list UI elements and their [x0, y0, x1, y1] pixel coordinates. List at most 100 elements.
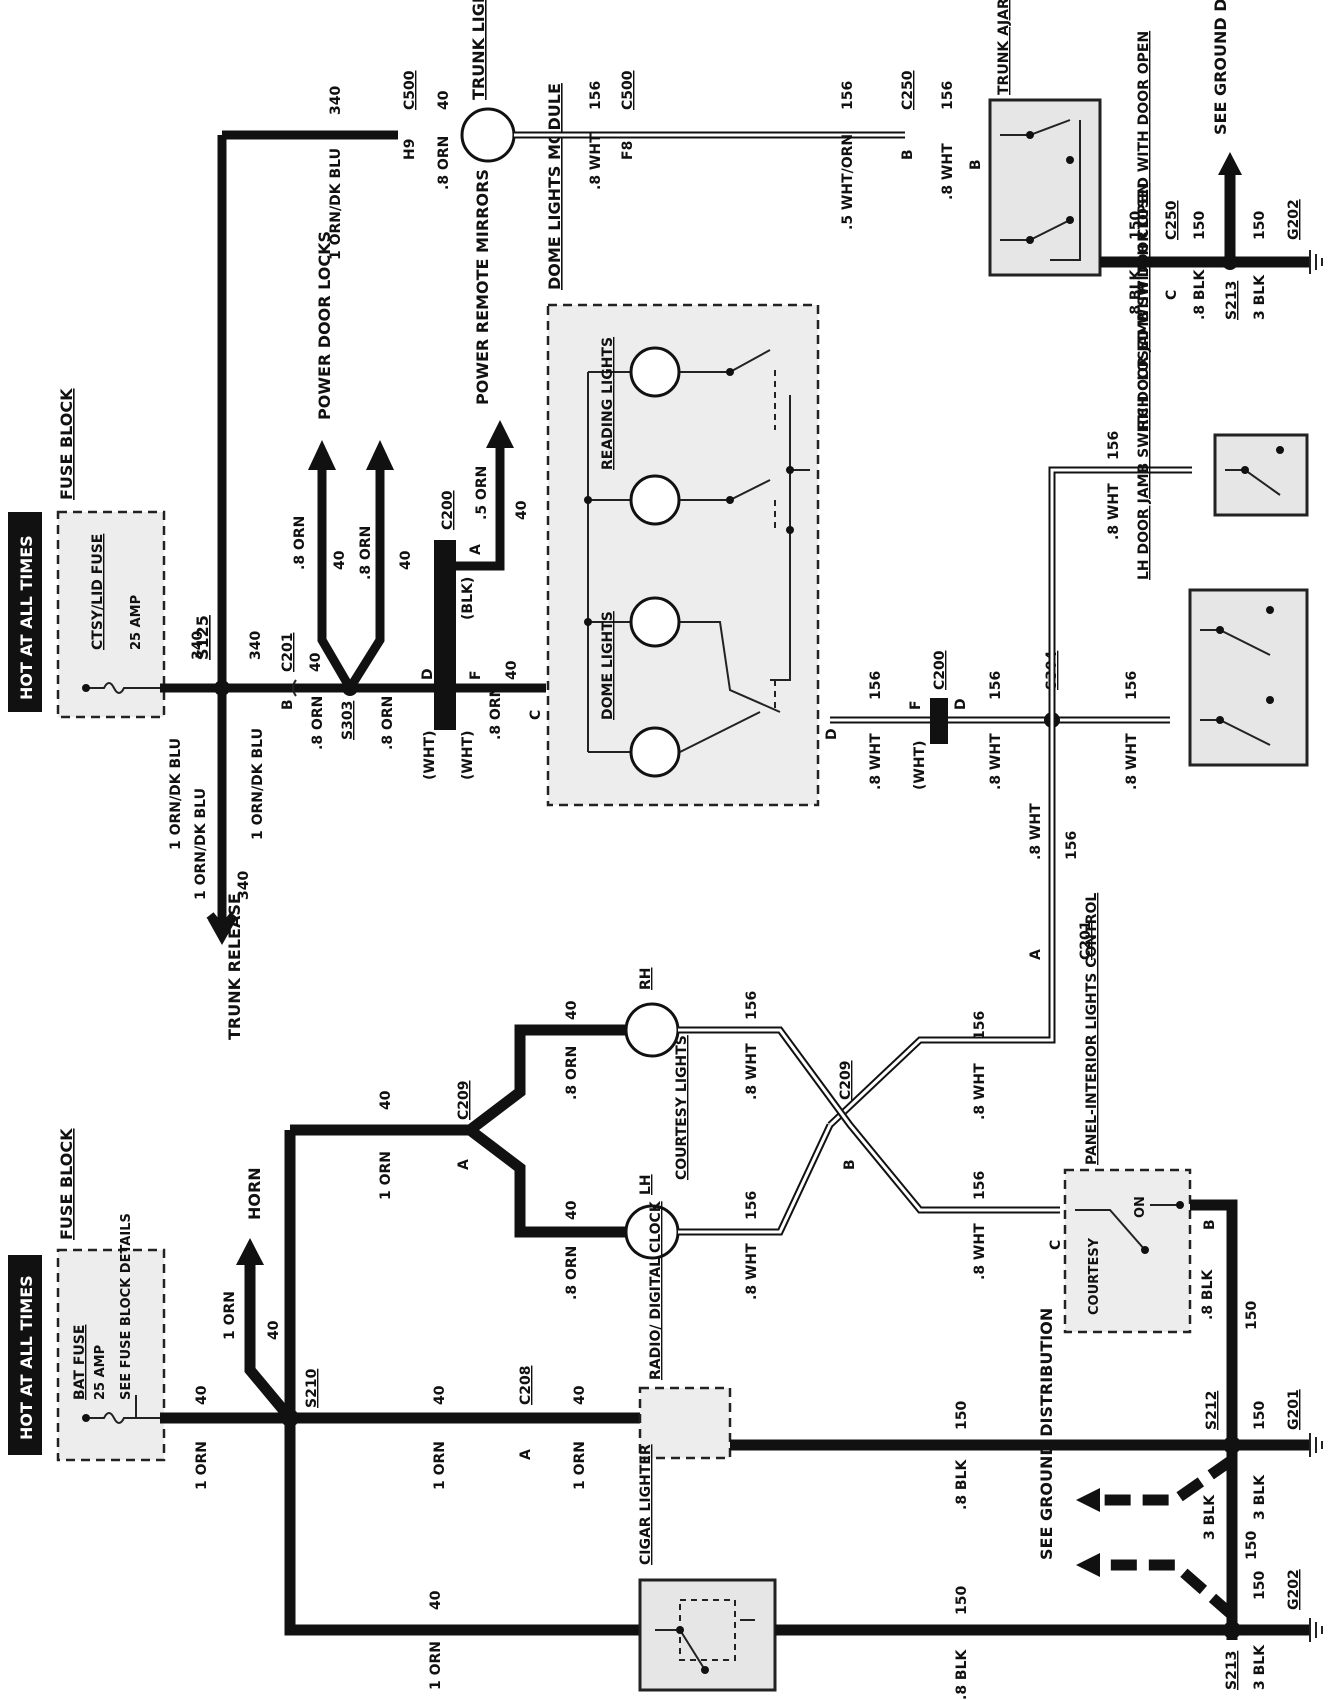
pins-d-c200-label: D	[420, 668, 436, 680]
wires-w340a-label: 340	[190, 631, 206, 660]
pins-a-c208-label: A	[518, 1449, 534, 1460]
labels-see-fuse-label: SEE FUSE BLOCK DETAILS	[119, 1213, 134, 1400]
wires-wht8g-label: .8 WHT	[1028, 803, 1044, 860]
wires-w150a-label: 150	[1128, 211, 1144, 240]
trunk-ajar-switch: TRUNK AJAR SWITCH CLOSED WITH HOOD OPEN	[988, 0, 1102, 277]
wires-orn8b-label: .8 ORN	[380, 696, 396, 750]
splice-s212	[1223, 1436, 1241, 1454]
labels-fuse-block-top-label: FUSE BLOCK	[57, 388, 76, 500]
wires-orn8d-label: .8 ORN	[358, 526, 374, 580]
pins-wht-c200c-label: (WHT)	[912, 740, 928, 790]
wires-w156h-label: 156	[1064, 831, 1080, 860]
wires-w156b-label: 156	[840, 81, 856, 110]
wires-w40j-label: 40	[572, 1385, 588, 1405]
hot-at-all-times-label-bottom: HOT AT ALL TIMES	[8, 1255, 42, 1455]
connectors-c209a-label: C209	[456, 1081, 472, 1121]
grounds-g202a-label: G202	[1286, 199, 1302, 240]
labels-radio-clock-label: RADIO/ DIGITAL CLOCK	[648, 1200, 664, 1380]
wires-orn1d-label: 1 ORN	[572, 1441, 588, 1490]
panel-interior-lights-control: PANEL-INTERIOR LIGHTS CONTROL COURTESY O…	[1048, 893, 1218, 1334]
pins-a-c201-label: A	[1028, 949, 1044, 960]
pins-b-ajar-label: B	[968, 159, 984, 170]
wires-whtorn-label: .5 WHT/ORN	[840, 134, 856, 230]
splice-s213	[1223, 1621, 1241, 1639]
connectors-c200a-label: C200	[440, 490, 456, 530]
labels-dome-lights-label: DOME LIGHTS	[600, 611, 616, 720]
wires-w340d-label: 340	[236, 871, 252, 900]
wires-blk3b-label: 3 BLK	[1252, 1474, 1268, 1520]
wires-w40a-label: 40	[564, 1200, 580, 1220]
wires-orn8g-label: .8 ORN	[564, 1046, 580, 1100]
wires-w40a-label: 40	[332, 550, 348, 570]
hot-at-all-times-label-top: HOT AT ALL TIMES	[8, 512, 42, 712]
wires-w150g-label: 150	[1252, 1401, 1268, 1430]
connectors-c500b-label: C500	[620, 70, 636, 110]
wires-w40c-label: 40	[308, 652, 324, 672]
labels-trunk-light-label: TRUNK LIGHT	[469, 0, 488, 100]
labels-horn-label: HORN	[245, 1167, 264, 1220]
ground-symbol-g202-top	[1309, 250, 1323, 274]
wires-w40e-label: 40	[514, 500, 530, 520]
connectors-c250a-label: C250	[900, 70, 916, 110]
ground-symbol-g201	[1309, 1433, 1323, 1457]
wires-orn8e-label: .8 ORN	[488, 686, 504, 740]
wires-w156i-label: 156	[744, 991, 760, 1020]
pins-f-c200-label: F	[468, 670, 484, 680]
pins-c-dome-label: C	[528, 710, 544, 720]
wires-w156c-label: 156	[940, 81, 956, 110]
wires-orn8a-label: .8 ORN	[310, 696, 326, 750]
wires-wht8a-label: .8 WHT	[588, 133, 604, 190]
connectors-c200b-label: C200	[932, 650, 948, 690]
arrow-power-door-locks-1	[308, 440, 336, 470]
wires-orn1c-label: 1 ORN	[432, 1441, 448, 1490]
wires-w156l-label: 156	[972, 1171, 988, 1200]
wires-w150b-label: 150	[1192, 211, 1208, 240]
dome-light-1-bulb	[629, 596, 681, 648]
wires-ornblu4-label: 1 ORN/DK BLU	[328, 148, 344, 260]
pins-b-c250-label: B	[900, 149, 916, 160]
pins-blk-c200-label: (BLK)	[460, 577, 476, 620]
labels-rh-jamb-label: RH DOOR JAMB SWITCH CLOSED WITH DOOR OPE…	[1136, 31, 1152, 430]
wires-blk3d-label: 3 BLK	[1252, 1644, 1268, 1690]
labels-see-ground-bottom-label: SEE GROUND DISTRIBUTION	[1037, 1308, 1056, 1560]
wires-w156k-label: 156	[972, 1011, 988, 1040]
wires-wht8k-label: .8 WHT	[972, 1223, 988, 1280]
wires-w40f-label: 40	[436, 90, 452, 110]
wires-w156d-label: 156	[868, 671, 884, 700]
labels-power-door-locks-label: POWER DOOR LOCKS	[315, 231, 334, 420]
splices-s213a-label: S213	[1224, 281, 1240, 320]
pins-wht-c200b-label: (WHT)	[460, 730, 476, 780]
labels-hot-top-label: HOT AT ALL TIMES	[17, 535, 36, 700]
connectors-c201a-label: C201	[280, 633, 296, 673]
pins-b-panel-label: B	[1202, 1219, 1218, 1230]
arrow-power-door-locks-2	[366, 440, 394, 470]
wires-ornblu1-label: 1 ORN/DK BLU	[168, 738, 184, 850]
wires-w150e-label: 150	[954, 1586, 970, 1615]
wires-blk3c-label: 3 BLK	[1202, 1494, 1218, 1540]
labels-power-remote-mirrors-label: POWER REMOTE MIRRORS	[473, 169, 492, 405]
pins-f8-label: F8	[620, 141, 636, 160]
connectors-c209b-label: C209	[838, 1061, 854, 1101]
labels-hot-bottom-label: HOT AT ALL TIMES	[17, 1275, 36, 1440]
wires-w156f-label: 156	[1106, 431, 1122, 460]
connector-c200-bottom	[930, 698, 948, 744]
pins-d-dome-label: D	[824, 728, 840, 740]
wires-w40i-label: 40	[432, 1385, 448, 1405]
wires-wht8f-label: .8 WHT	[1124, 733, 1140, 790]
labels-on-label: ON	[1133, 1196, 1148, 1218]
dome-light-2-bulb	[629, 726, 681, 778]
wires-blk3a-label: 3 BLK	[1252, 274, 1268, 320]
splices-s125-label: S125	[193, 615, 212, 660]
labels-ctsy-fuse-label: CTSY/LID FUSE	[90, 534, 106, 650]
splice-s210	[281, 1409, 299, 1427]
labels-lh-label: LH	[638, 1174, 654, 1195]
labels-bat-fuse-label: BAT FUSE	[72, 1325, 88, 1400]
wires-wht8h-label: .8 WHT	[744, 1043, 760, 1100]
pins-h9-label: H9	[402, 139, 418, 160]
wires-blk8d-label: .8 BLK	[954, 1648, 970, 1700]
wires-w156g-label: 156	[1124, 671, 1140, 700]
labels-cigar-lighter-label: CIGAR LIGHTER	[638, 1444, 654, 1565]
wires-orn5-label: .5 ORN	[474, 466, 490, 520]
courtesy-light-rh	[624, 1002, 680, 1058]
connectors-c250b-label: C250	[1164, 200, 1180, 240]
